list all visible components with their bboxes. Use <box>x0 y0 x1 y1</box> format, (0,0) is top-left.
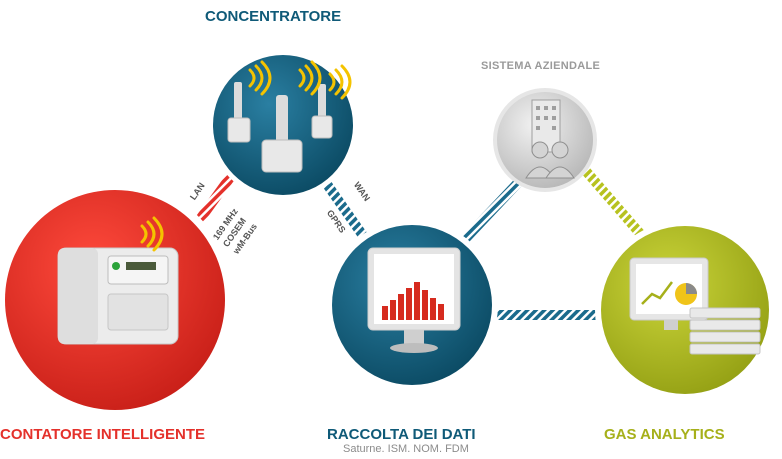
smart-meter-icon <box>57 247 179 345</box>
monitor-analytics-icon <box>629 257 761 355</box>
concentratore-node[interactable] <box>208 50 358 200</box>
link-sistema-gas <box>581 166 654 249</box>
contatore-intelligente-label: CONTATORE INTELLIGENTE <box>0 426 205 443</box>
raccolta-dei-dati-label: RACCOLTA DEI DATI <box>327 426 476 443</box>
sistema-aziendale-label: SISTEMA AZIENDALE <box>481 60 601 72</box>
users-icon <box>525 141 575 179</box>
wifi-signal-icon <box>248 60 352 100</box>
sistema-aziendale-node[interactable] <box>493 88 597 192</box>
gas-analytics-label: GAS ANALYTICS <box>604 426 725 443</box>
monitor-bar-chart-icon <box>367 247 461 353</box>
concentratore-label: CONCENTRATORE <box>205 8 342 25</box>
contatore-intelligente-node[interactable] <box>0 182 233 418</box>
raccolta-dei-dati-node[interactable] <box>326 219 498 391</box>
raccolta-dei-dati-sublabel: Saturne. ISM. NOM. FDM <box>343 443 469 455</box>
concentrator-device-icon <box>227 82 333 173</box>
wifi-signal-icon <box>140 216 164 252</box>
gas-analytics-node[interactable] <box>595 220 775 400</box>
